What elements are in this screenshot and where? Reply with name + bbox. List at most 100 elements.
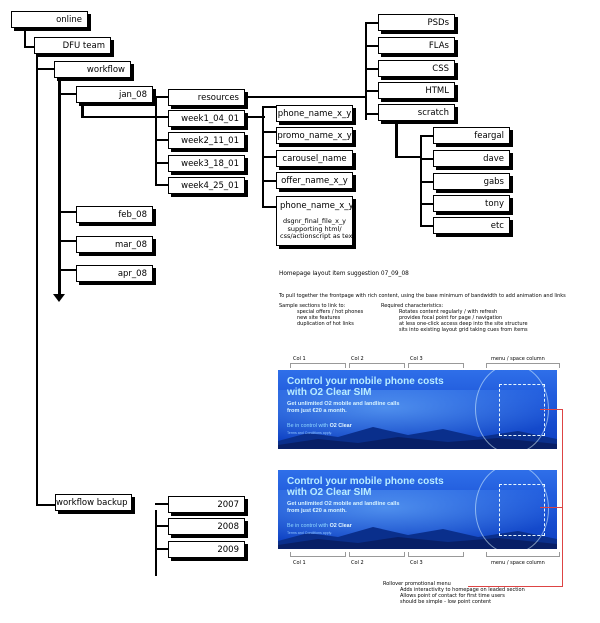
node-feargal[interactable]: feargal xyxy=(433,127,510,144)
col-bracket-bottom-3 xyxy=(408,552,464,557)
final-file-title: phone_name_x_y xyxy=(280,201,354,211)
menu-placeholder-box xyxy=(499,384,545,436)
connector-user4 xyxy=(420,203,434,205)
col-label-top-4: menu / space column xyxy=(491,356,545,362)
banner-sub-line-1: Get unlimited O2 mobile and landline cal… xyxy=(287,401,400,407)
col-bracket-bottom-1 xyxy=(290,552,346,557)
col-label-bottom-3: Col 3 xyxy=(410,560,423,566)
node-scratch[interactable]: scratch xyxy=(378,104,455,121)
connector-scratch xyxy=(365,113,379,115)
banner-headline-line-1: Control your mobile phone costs xyxy=(287,476,444,487)
banner-cta[interactable]: Be in control with O2 Clear xyxy=(287,423,352,429)
banner-cta-strong: O2 Clear xyxy=(329,523,352,529)
connector-2009 xyxy=(155,548,169,550)
node-dfu-team[interactable]: DFU team xyxy=(34,37,111,54)
col-label-bottom-4: menu / space column xyxy=(491,560,545,566)
node-dave[interactable]: dave xyxy=(433,150,510,167)
connector-feb xyxy=(58,211,76,213)
rollover-callout-line-v xyxy=(562,409,563,587)
col-label-top-1: Col 1 xyxy=(293,356,306,362)
menu-placeholder-box xyxy=(499,484,545,536)
rollover-note-3: should be simple - low point content xyxy=(400,599,492,605)
node-week3[interactable]: week3_18_01 xyxy=(168,155,245,172)
node-apr-08[interactable]: apr_08 xyxy=(76,265,153,282)
connector-file1 xyxy=(262,106,276,108)
node-tony[interactable]: tony xyxy=(433,195,510,212)
node-flas[interactable]: FLAs xyxy=(378,37,455,54)
col-label-bottom-2: Col 2 xyxy=(351,560,364,566)
node-file-phone[interactable]: phone_name_x_y xyxy=(276,105,353,122)
connector-scratch-h xyxy=(395,156,422,158)
col-label-bottom-1: Col 1 xyxy=(293,560,306,566)
banner-headline-line-2: with O2 Clear SIM xyxy=(287,487,372,498)
connector-css xyxy=(365,68,379,70)
connector-resources-trunk xyxy=(245,96,365,98)
connector-backup-trunk xyxy=(155,510,157,576)
node-etc[interactable]: etc xyxy=(433,217,510,234)
node-css[interactable]: CSS xyxy=(378,60,455,77)
banner-subtext: Get unlimited O2 mobile and landline cal… xyxy=(287,501,497,515)
node-week4[interactable]: week4_25_01 xyxy=(168,177,245,194)
banner-sub-line-2: from just €20 a month. xyxy=(287,508,347,514)
node-mar-08[interactable]: mar_08 xyxy=(76,236,153,253)
col-bracket-top-3 xyxy=(408,363,464,368)
promo-banner-2[interactable]: Control your mobile phone costs with O2 … xyxy=(278,470,557,549)
rollover-callout-line-h2 xyxy=(540,507,562,508)
connector-week2 xyxy=(155,139,169,141)
arrow-down-icon xyxy=(53,294,65,302)
node-week1[interactable]: week1_04_01 xyxy=(168,110,245,127)
connector-file5 xyxy=(262,206,276,208)
node-2009[interactable]: 2009 xyxy=(168,541,245,558)
node-html[interactable]: HTML xyxy=(378,82,455,99)
left-list-item-3: duplication of hot links xyxy=(297,321,354,327)
banner-cta-strong: O2 Clear xyxy=(329,423,352,429)
homepage-title: Homepage layout item suggestion 07_09_08 xyxy=(279,271,409,277)
connector-jan xyxy=(58,93,76,95)
col-bracket-top-2 xyxy=(349,363,405,368)
rollover-callout-line-bottom xyxy=(468,586,563,587)
banner-terms[interactable]: Terms and Conditions apply. xyxy=(287,431,333,435)
node-workflow-backup[interactable]: workflow backup xyxy=(55,494,132,511)
col-bracket-top-4 xyxy=(486,363,560,368)
connector-jan-week1 xyxy=(81,116,169,118)
banner-cta[interactable]: Be in control with O2 Clear xyxy=(287,523,352,529)
promo-banner-1[interactable]: Control your mobile phone costs with O2 … xyxy=(278,370,557,449)
node-week2[interactable]: week2_11_01 xyxy=(168,132,245,149)
col-bracket-bottom-4 xyxy=(486,552,560,557)
connector-weeks-trunk xyxy=(155,96,157,186)
banner-terms[interactable]: Terms and Conditions apply. xyxy=(287,531,333,535)
col-label-top-2: Col 2 xyxy=(351,356,364,362)
node-workflow[interactable]: workflow xyxy=(54,61,131,78)
homepage-intro: To pull together the frontpage with rich… xyxy=(279,293,566,299)
connector-team-workflow xyxy=(36,54,38,506)
node-file-promo[interactable]: promo_name_x_y xyxy=(276,127,353,144)
node-file-offer[interactable]: offer_name_x_y xyxy=(276,172,353,189)
node-online[interactable]: online xyxy=(11,11,88,28)
right-list-item-1: Rotates content regularly / with refresh xyxy=(399,309,498,315)
connector-file4 xyxy=(262,180,276,182)
connector-week1-files xyxy=(245,116,265,118)
node-2008[interactable]: 2008 xyxy=(168,518,245,535)
banner-cta-prefix: Be in control with xyxy=(287,423,329,429)
node-psds[interactable]: PSDs xyxy=(378,14,455,31)
connector-file2 xyxy=(262,131,276,133)
connector-week3 xyxy=(155,162,169,164)
node-final-file[interactable]: phone_name_x_y dsgnr_final_file_x_y supp… xyxy=(276,196,355,246)
connector-apr xyxy=(58,269,76,271)
node-jan-08[interactable]: jan_08 xyxy=(76,86,153,103)
banner-headline-line-1: Control your mobile phone costs xyxy=(287,376,444,387)
banner-ring xyxy=(475,470,549,549)
final-file-note-1: dsgnr_final_file_x_y xyxy=(282,217,347,225)
connector-resources-vert xyxy=(365,22,367,120)
node-gabs[interactable]: gabs xyxy=(433,173,510,190)
connector-flas xyxy=(365,45,379,47)
connector-workflow-trunk xyxy=(58,78,61,296)
rollover-callout-line-h1 xyxy=(540,409,562,410)
banner-headline: Control your mobile phone costs with O2 … xyxy=(287,476,537,498)
right-list-item-3: at less one-click access deep into the s… xyxy=(399,321,528,327)
node-file-carousel[interactable]: carousel_name xyxy=(276,150,353,167)
node-resources[interactable]: resources xyxy=(168,89,245,106)
node-feb-08[interactable]: feb_08 xyxy=(76,206,153,223)
node-2007[interactable]: 2007 xyxy=(168,496,245,513)
